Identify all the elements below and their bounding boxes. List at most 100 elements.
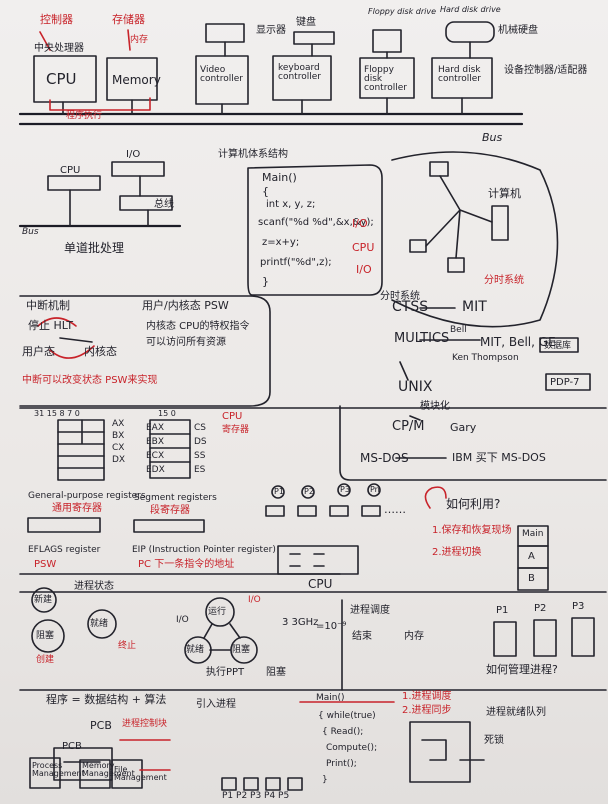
reg-cs: CS [194,423,206,433]
io-top-red: I/O [248,595,261,605]
monitor-box [205,23,245,43]
memory-red-label: 存储器 [112,13,145,26]
cpu-red-label: 控制器 [40,13,73,26]
reg-cx: CX [112,443,125,453]
ctss-label: CTSS [392,299,429,315]
cpu-block-label: CPU [308,577,333,591]
user-mode: 用户态 [22,345,55,358]
computer-label: 计算机 [488,187,521,200]
kernel-mode: 内核态 [84,345,117,358]
cpu-sub-label: 中央处理器 [34,43,84,54]
gpr-label: General-purpose registers [28,491,146,501]
net-red-label: 分时系统 [484,275,524,286]
reg-edx: EDX [146,465,165,475]
registers-red-list: 寄存器 [222,425,250,435]
state-ready: 就绪 [186,645,205,655]
reg-es: ES [194,465,206,475]
hard-drive-label: Hard disk drive [440,5,501,14]
overview-cpu: CPU [60,165,81,176]
seg-label: Segment registers [134,493,217,503]
floppy-controller-label: Floppy disk controller [364,65,407,93]
interrupt-red-note: 中断可以改变状态 PSW来实现 [22,375,158,386]
file-mgmt: File Management [114,765,167,782]
red-create: 创建 [36,655,55,665]
hello-title: 计算机体系结构 [218,149,288,160]
reason-2: 2.进程切换 [432,547,482,558]
memory-label: Memory [112,73,161,87]
cpu-box [33,55,97,103]
code-main: Main() [262,171,297,184]
reg-ecx: ECX [146,451,165,461]
code-close: } [262,275,269,288]
reg-dx: DX [112,455,126,465]
state-block-left: 阻塞 [36,631,55,641]
io-red-1: I/O [352,217,368,230]
cpm-label: CP/M [392,419,425,434]
why-label: 如何利用? [446,497,501,511]
reg-ax: AX [112,419,125,429]
bottom-main: Main() [316,693,345,703]
memory-red-sub: 内存 [130,35,149,45]
bottom-r1: 1.进程调度 [402,691,452,702]
ibm-label: IBM 买下 MS-DOS [452,451,546,464]
register-bits: 31 15 8 7 0 [34,409,80,418]
mem-mgmt: Memory Management [82,761,135,778]
exp-label: =10⁻⁹ [316,621,347,632]
state-new: 新建 [34,595,53,605]
network-curve [391,151,559,328]
mit-label: MIT [462,299,487,315]
reg-ds: DS [194,437,207,447]
ready-queue: 进程就绪队列 [486,707,546,718]
code-read: { Read(); [322,727,364,737]
overview-bus: Bus [22,227,39,237]
code-end: } [322,775,328,785]
floppy-drive-label: Floppy disk drive [368,7,437,16]
process-title: 进程状态 [74,581,114,592]
ppt-label: 执行PPT [206,667,245,678]
bell-label: Bell [450,325,467,335]
kernel-notes: 内核态 CPU的特权指令 [146,321,250,332]
red-exit: 结束 [352,631,372,642]
code-compute: Compute(); [326,743,378,753]
keyboard-box [293,31,335,45]
reg-eax: EAX [146,423,165,433]
cpu-p1: P1 [274,487,284,496]
io-red-2: I/O [356,263,372,276]
pcb-arrow-label: 进程控制块 [122,719,168,729]
red-terminate: 终止 [118,641,137,651]
video-controller-label: Video controller [200,65,243,84]
pcb-label: PCB [90,719,112,732]
overview-io: I/O [126,149,141,160]
eip-label: EIP (Instruction Pointer register) [132,545,276,555]
seg-bits: 15 0 [158,409,176,418]
interrupt-title: 中断机制 [26,299,70,312]
program-box [247,164,383,296]
mem-label: 内存 [404,631,424,642]
hard-red-label: 机械硬盘 [498,25,538,36]
pdp7-label: PDP-7 [550,377,580,388]
code-int: int x, y, z; [266,199,316,210]
seg-red: 段寄存器 [150,505,190,516]
unix-label: UNIX [398,379,433,395]
mit2-label: MIT, Bell, GE [480,335,556,349]
multics-label: MULTICS [394,331,450,346]
gpr-red: 通用寄存器 [52,503,102,514]
code-print: Print(); [326,759,357,769]
red-exec-arrow [49,97,151,111]
psw-red: PSW [34,559,57,570]
keyboard-label: 键盘 [296,17,316,28]
floppy-drive-box [372,29,402,53]
mem-a: A [528,551,535,562]
cpu-red-1: CPU [352,241,375,254]
proc-mgmt: Process Management [32,761,85,778]
display-label: 显示器 [256,25,286,36]
overview-bus-right: 总线 [154,199,174,210]
cpu-p3: P3 [340,485,350,494]
mem-main: Main [522,529,544,539]
reg-bx: BX [112,431,125,441]
code-while: { while(true) [318,711,376,721]
kernel-notes-2: 可以访问所有资源 [146,337,226,348]
keyboard-controller-label: keyboard controller [278,63,321,82]
